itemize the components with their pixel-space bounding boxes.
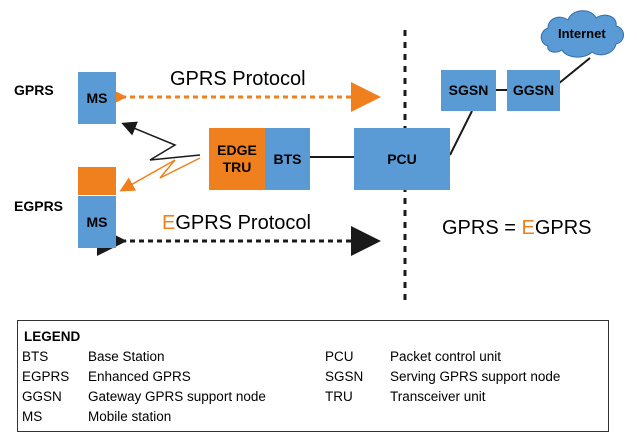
- pcu-box: PCU: [354, 128, 450, 190]
- legend-abbr: SGSN: [325, 369, 364, 384]
- internet-label: Internet: [558, 26, 606, 41]
- ms-egprs-edge-block: [78, 167, 116, 195]
- bts-label: BTS: [273, 150, 302, 167]
- egprs-protocol-rest: GPRS Protocol: [175, 212, 311, 234]
- legend-abbr: EGPRS: [22, 369, 70, 384]
- legend-desc: Serving GPRS support node: [390, 369, 561, 384]
- legend-desc: Enhanced GPRS: [88, 369, 191, 384]
- ms-egprs-label: MS: [86, 213, 108, 230]
- ms-egprs-box: MS: [78, 196, 116, 248]
- legend-desc: Gateway GPRS support node: [88, 389, 266, 404]
- legend-row: GGSN Gateway GPRS support node TRU Trans…: [18, 389, 608, 409]
- radio-link-egprs: [119, 157, 201, 192]
- gprs-protocol-label: GPRS Protocol: [170, 68, 306, 90]
- gprs-label: GPRS: [14, 82, 54, 98]
- edge-tru-box: EDGE TRU: [209, 128, 265, 190]
- legend: LEGEND BTS Base Station PCU Packet contr…: [17, 320, 609, 432]
- legend-row: MS Mobile station: [18, 409, 608, 429]
- legend-desc: Transceiver unit: [390, 389, 486, 404]
- bts-box: BTS: [265, 128, 310, 190]
- legend-desc: Base Station: [88, 349, 165, 364]
- legend-abbr: BTS: [22, 349, 49, 364]
- internet-cloud: [540, 10, 624, 58]
- equation-left: GPRS =: [442, 217, 522, 239]
- equation-right: GPRS: [534, 217, 592, 239]
- legend-row: EGPRS Enhanced GPRS SGSN Serving GPRS su…: [18, 369, 608, 389]
- legend-abbr: PCU: [325, 349, 354, 364]
- sgsn-label: SGSN: [448, 82, 489, 98]
- egprs-label: EGPRS: [14, 198, 64, 214]
- legend-desc: Packet control unit: [390, 349, 502, 364]
- egprs-protocol-label: EGPRS Protocol: [162, 212, 311, 235]
- equation-accent: E: [521, 217, 535, 239]
- legend-title: LEGEND: [24, 329, 81, 344]
- sgsn-box: SGSN: [441, 70, 496, 111]
- edge-tru-label: EDGE TRU: [217, 142, 257, 175]
- link-pcu-sgsn: [449, 110, 473, 156]
- radio-link-gprs: [121, 121, 201, 161]
- legend-abbr: MS: [22, 409, 43, 424]
- legend-abbr: GGSN: [22, 389, 62, 404]
- legend-row: BTS Base Station PCU Packet control unit: [18, 349, 608, 369]
- pcu-label: PCU: [387, 150, 417, 167]
- ggsn-box: GGSN: [507, 70, 560, 111]
- link-ggsn-internet: [557, 57, 591, 85]
- legend-desc: Mobile station: [88, 409, 172, 424]
- ms-gprs-box: MS: [78, 72, 116, 124]
- equation: GPRS = EGPRS: [442, 217, 592, 240]
- egprs-accent-e: E: [162, 212, 176, 234]
- ms-gprs-label: MS: [86, 89, 108, 106]
- ggsn-label: GGSN: [512, 82, 555, 98]
- legend-abbr: TRU: [325, 389, 353, 404]
